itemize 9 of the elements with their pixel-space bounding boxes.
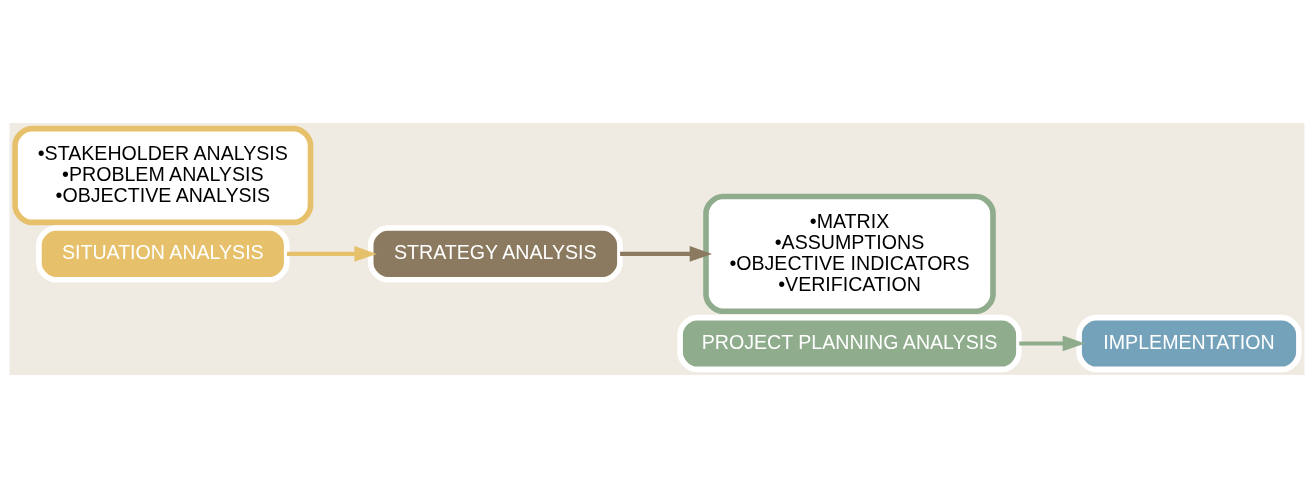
node-box: PROJECT PLANNING ANALYSIS (677, 314, 1022, 373)
node-box: •MATRIX •ASSUMPTIONS •OBJECTIVE INDICATORS •VERIFICATION (703, 193, 996, 315)
node-box: •STAKEHOLDER ANALYSIS •PROBLEM ANALYSIS •OBJECTIVE ANALYSIS (12, 125, 314, 226)
node-box: SITUATION ANALYSIS (36, 225, 290, 283)
arrow (286, 246, 377, 262)
arrow (620, 246, 713, 262)
node-box: STRATEGY ANALYSIS (367, 225, 623, 283)
arrow (1019, 335, 1086, 352)
node-box: IMPLEMENTATION (1076, 314, 1302, 373)
